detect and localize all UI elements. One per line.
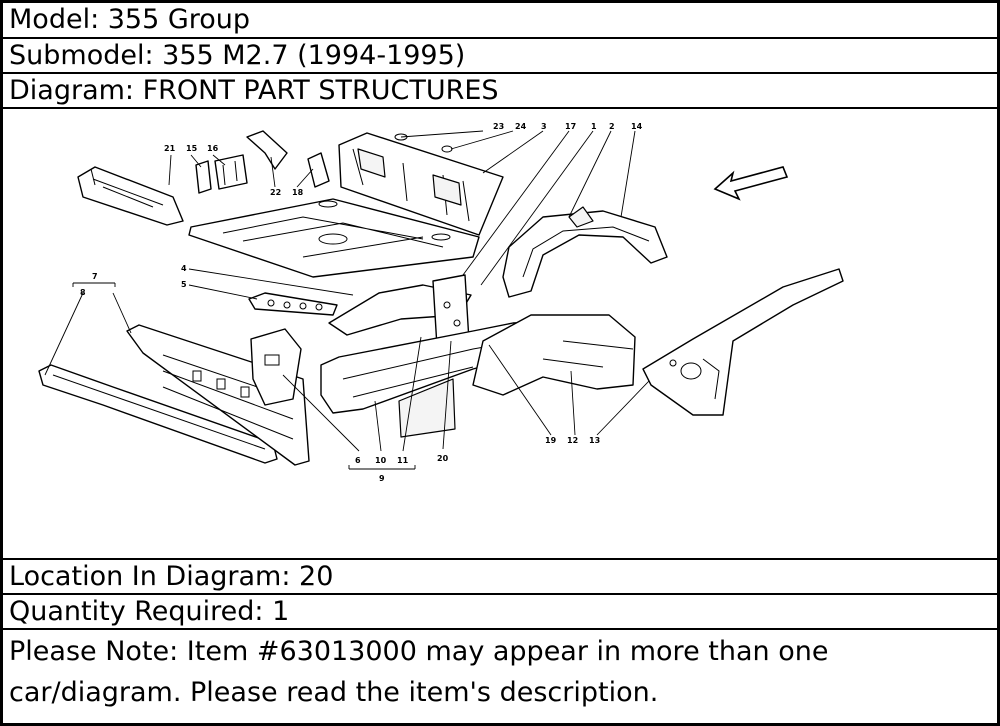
part-14-wheelhouse xyxy=(502,206,668,298)
callout-3: 3 xyxy=(541,122,547,131)
model-label: Model: 355 Group xyxy=(3,3,997,39)
callout-15: 15 xyxy=(186,144,198,153)
callout-18: 18 xyxy=(292,188,304,197)
submodel-label: Submodel: 355 M2.7 (1994-1995) xyxy=(3,39,997,74)
front-bulkhead xyxy=(338,132,504,236)
callout-24: 24 xyxy=(515,122,527,131)
part-6-bracket xyxy=(250,328,302,406)
front-floor-panel xyxy=(188,198,480,278)
callout-1: 1 xyxy=(591,122,597,131)
callout-23: 23 xyxy=(493,122,504,131)
exploded-parts-diagram: 23 24 3 17 1 2 14 21 15 16 22 18 4 5 7 8… xyxy=(3,109,997,560)
callout-12: 12 xyxy=(567,436,578,445)
part-13-front-panel xyxy=(642,268,844,416)
part-15-clip xyxy=(195,160,212,194)
callout-labels: 23 24 3 17 1 2 14 21 15 16 22 18 4 5 7 8… xyxy=(80,122,643,483)
callout-10: 10 xyxy=(375,456,387,465)
part-7-bumper-support xyxy=(126,324,310,466)
callout-4: 4 xyxy=(181,264,187,273)
quantity-required: Quantity Required: 1 xyxy=(3,595,997,630)
callout-13: 13 xyxy=(589,436,600,445)
callout-9: 9 xyxy=(379,474,385,483)
callout-19: 19 xyxy=(545,436,557,445)
parts-drawing: 23 24 3 17 1 2 14 21 15 16 22 18 4 5 7 8… xyxy=(38,122,844,483)
arrow-left-down-icon xyxy=(713,166,789,201)
callout-6: 6 xyxy=(355,456,361,465)
diagram-title: Diagram: FRONT PART STRUCTURES xyxy=(3,74,997,109)
callout-8: 8 xyxy=(80,288,86,297)
part-5-cross-member xyxy=(248,292,338,316)
callout-leaders xyxy=(44,130,650,470)
part-18-cap xyxy=(307,152,330,188)
part-21-bracket xyxy=(77,166,184,226)
callout-16: 16 xyxy=(207,144,219,153)
callout-5: 5 xyxy=(181,280,187,289)
callout-11: 11 xyxy=(397,456,409,465)
part-22-plate xyxy=(246,130,288,170)
callout-2: 2 xyxy=(609,122,615,131)
callout-21: 21 xyxy=(164,144,176,153)
callout-22: 22 xyxy=(270,188,281,197)
location-in-diagram: Location In Diagram: 20 xyxy=(3,560,997,595)
part-12-side-frame xyxy=(472,314,636,396)
callout-17: 17 xyxy=(565,122,576,131)
part-8-bumper-beam xyxy=(38,364,278,464)
item-note: Please Note: Item #63013000 may appear i… xyxy=(9,636,829,708)
callout-7: 7 xyxy=(92,272,98,281)
callout-14: 14 xyxy=(631,122,643,131)
callout-20: 20 xyxy=(437,454,449,463)
